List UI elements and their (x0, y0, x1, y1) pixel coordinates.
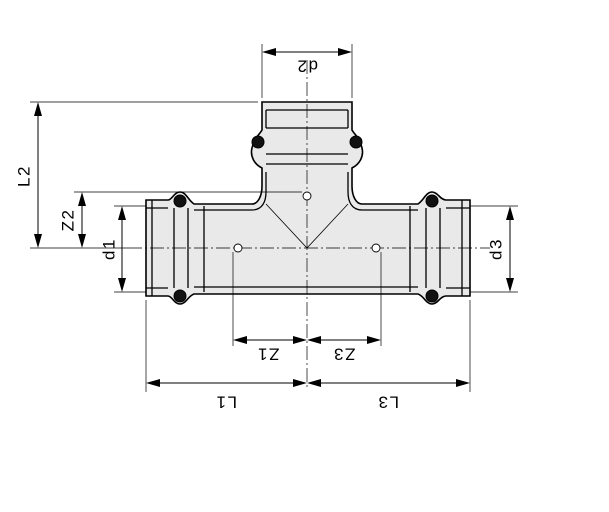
label-d1: d1 (100, 238, 119, 260)
reference-points (233, 191, 381, 253)
o-ring-branch-right (349, 135, 363, 149)
ref-point-left (233, 243, 243, 253)
dimension-lines (34, 48, 514, 387)
o-ring-branch-left (251, 135, 265, 149)
o-ring-left-bottom (173, 289, 187, 303)
o-ring-right-bottom (425, 289, 439, 303)
center-lines (128, 60, 490, 390)
tee-outline (145, 101, 471, 305)
inner-bore (146, 172, 470, 289)
label-l3: L3 (377, 393, 399, 412)
dimension-labels: d2 Z1 Z3 L1 L3 L2 Z2 d1 d3 (15, 57, 506, 412)
label-d3: d3 (487, 238, 506, 260)
label-z1: Z1 (257, 345, 280, 364)
label-d2: d2 (296, 57, 318, 76)
extension-lines (30, 44, 518, 392)
label-z2: Z2 (59, 209, 78, 232)
ref-point-right (371, 243, 381, 253)
arrows-z2 (78, 192, 86, 248)
label-l1: L1 (215, 393, 237, 412)
o-ring-right-top (425, 194, 439, 208)
label-z3: Z3 (333, 345, 356, 364)
label-l2: L2 (15, 165, 34, 187)
o-ring-left-top (173, 194, 187, 208)
tee-body (145, 101, 471, 305)
sealing-rings (173, 135, 439, 303)
ref-point-branch (302, 191, 312, 201)
